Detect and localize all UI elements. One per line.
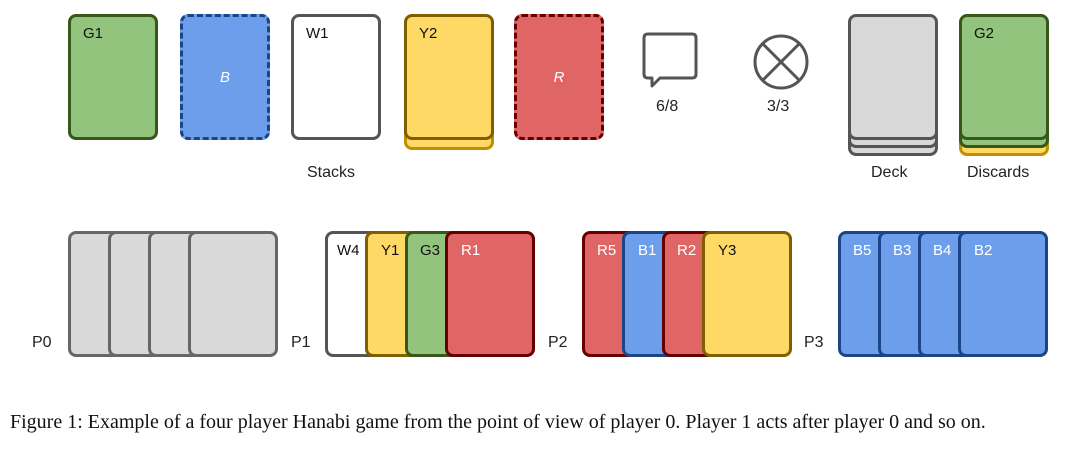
player-label-p2: P2 xyxy=(548,334,568,351)
player-label-p3: P3 xyxy=(804,334,824,351)
circle-x-icon xyxy=(753,34,809,90)
card-label: R xyxy=(553,69,565,86)
player-label-p0: P0 xyxy=(32,334,52,351)
card-label: B xyxy=(219,69,230,86)
player-label-p1: P1 xyxy=(291,334,311,351)
card-label: B2 xyxy=(974,242,993,259)
p3-card-4: B2 xyxy=(958,231,1048,357)
card-label: R5 xyxy=(597,242,617,259)
p0-card-4 xyxy=(188,231,278,357)
stack-card-blue-empty: B xyxy=(180,14,270,140)
card-label: W4 xyxy=(337,242,360,259)
figure-caption: Figure 1: Example of a four player Hanab… xyxy=(10,411,986,433)
card-label: B1 xyxy=(638,242,657,259)
p2-card-4: Y3 xyxy=(702,231,792,357)
card-label: B5 xyxy=(853,242,872,259)
p1-card-4: R1 xyxy=(445,231,535,357)
card-label: G2 xyxy=(974,25,995,42)
stacks-label: Stacks xyxy=(307,164,356,181)
card-label: G1 xyxy=(83,25,104,42)
card-label: R2 xyxy=(677,242,697,259)
card-label: G3 xyxy=(420,242,441,259)
card-label: Y1 xyxy=(381,242,400,259)
card-label: Y3 xyxy=(718,242,737,259)
discard-card-top: G2 xyxy=(959,14,1049,140)
deck-card-1 xyxy=(848,14,938,140)
fuse-token-count: 3/3 xyxy=(767,98,790,115)
info-token-count: 6/8 xyxy=(656,98,679,115)
speech-bubble-icon xyxy=(642,32,698,88)
deck-label: Deck xyxy=(871,164,908,181)
stack-card-yellow: Y2 xyxy=(404,14,494,140)
stack-card-white: W1 xyxy=(291,14,381,140)
stack-card-green: G1 xyxy=(68,14,158,140)
stack-card-red-empty: R xyxy=(514,14,604,140)
discards-label: Discards xyxy=(967,164,1030,181)
card-label: W1 xyxy=(306,25,329,42)
card-label: B3 xyxy=(893,242,912,259)
card-label: Y2 xyxy=(419,25,438,42)
card-label: R1 xyxy=(461,242,481,259)
card-label: B4 xyxy=(933,242,952,259)
